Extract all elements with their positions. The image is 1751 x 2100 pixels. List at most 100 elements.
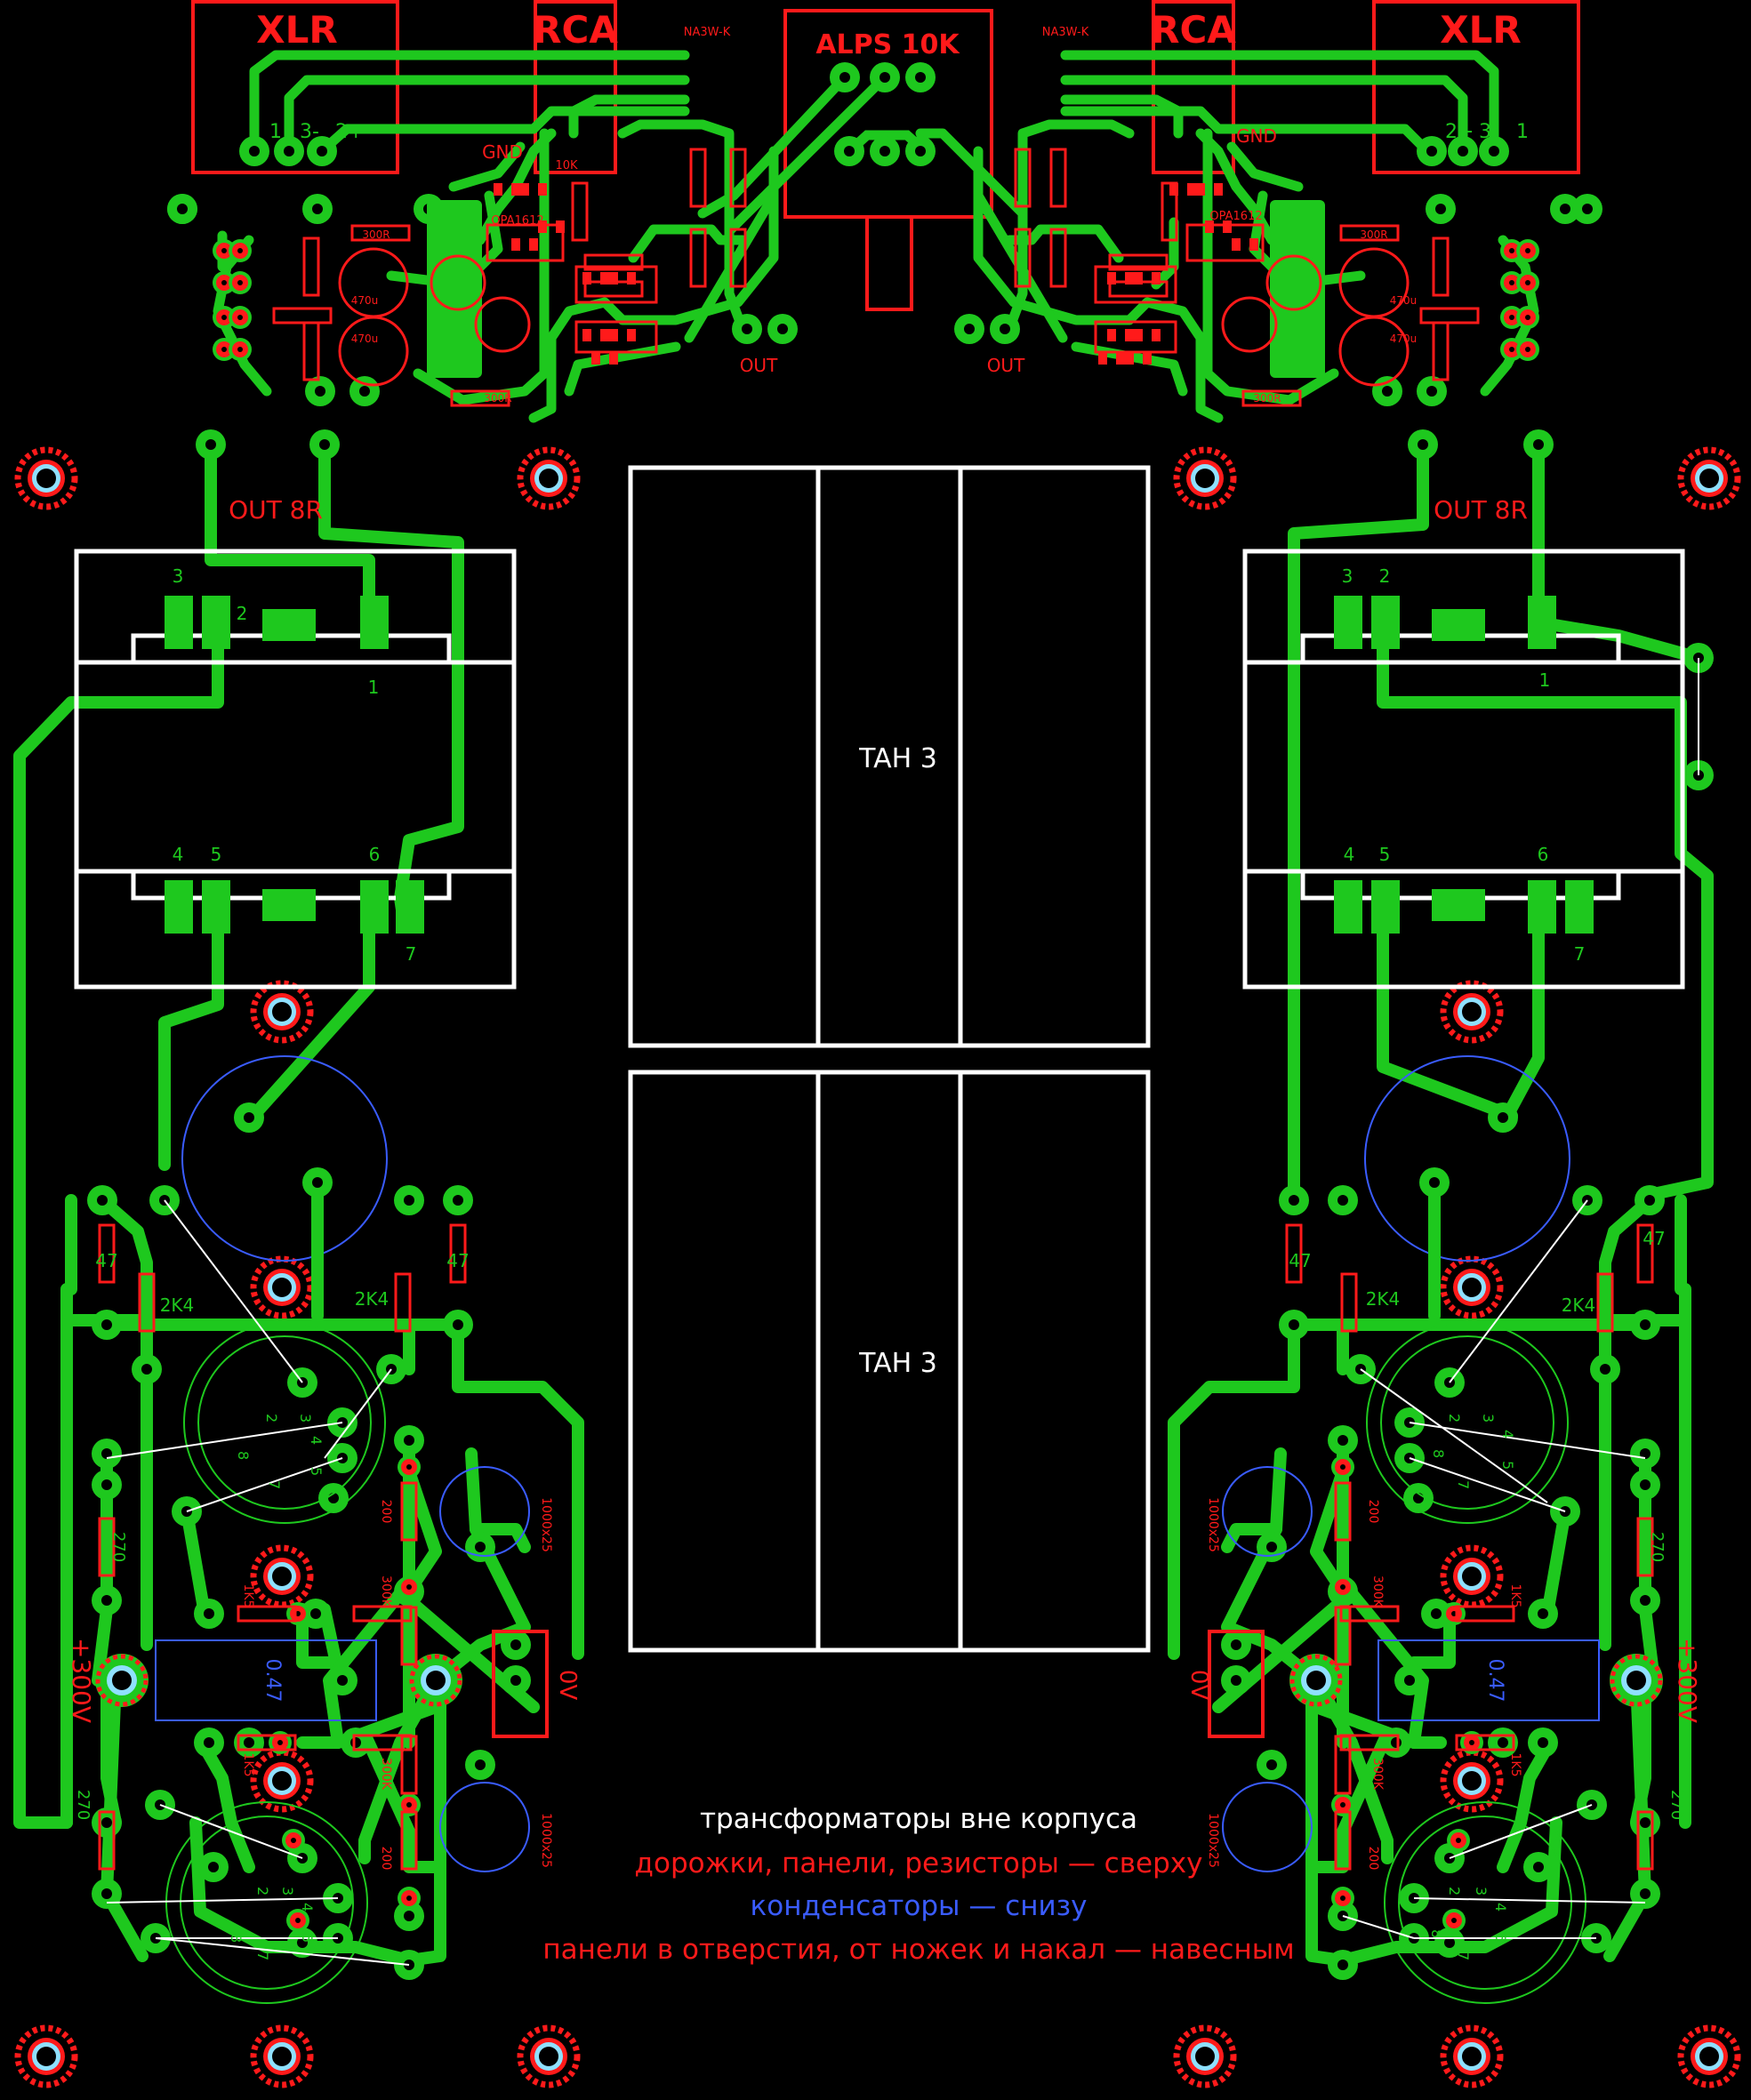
xlr-right-pin2: 2+ xyxy=(1445,121,1474,143)
c470u-label-l1: 470u xyxy=(351,294,379,307)
note-line-2: дорожки, панели, резисторы — сверху xyxy=(634,1848,1203,1880)
r200-left-b: 200 xyxy=(379,1847,393,1871)
ot-left-pin5: 5 xyxy=(211,844,222,865)
note-line-4: панели в отверстия, от ножек и накал — н… xyxy=(542,1934,1295,1966)
tube-r1-pin4: 4 xyxy=(1499,1430,1516,1439)
xlr-left-pin3: 3- xyxy=(300,121,319,143)
cap047-left: 0.47 xyxy=(261,1659,284,1703)
tube-r1-pin8: 8 xyxy=(1430,1449,1447,1458)
cap1000-right-a: 1000x25 xyxy=(1206,1497,1220,1552)
r300k-right-b: 300K xyxy=(1370,1758,1385,1791)
r300k-left-a: 300K xyxy=(379,1575,393,1608)
cap047-right: 0.47 xyxy=(1484,1659,1506,1703)
r270-right-a: 270 xyxy=(1648,1532,1667,1562)
plus300v-left: +300V xyxy=(67,1638,96,1723)
ot-right-pin7: 7 xyxy=(1574,943,1586,965)
r2k4-left-a: 2K4 xyxy=(160,1294,195,1316)
r270-left-a: 270 xyxy=(109,1532,128,1562)
tube-l2-pin4: 4 xyxy=(299,1903,316,1912)
tube-l2-pin3: 3 xyxy=(279,1887,296,1896)
tube-l1-pin8: 8 xyxy=(235,1451,252,1460)
tube-r2-pin3: 3 xyxy=(1473,1887,1490,1896)
ot-left-pin1: 1 xyxy=(368,677,380,698)
r47-right-b: 47 xyxy=(1643,1228,1665,1249)
tube-l2-pin7: 7 xyxy=(254,1952,271,1960)
tube-l1-pin5: 5 xyxy=(308,1467,325,1476)
r1k5-left-a: 1K5 xyxy=(241,1584,255,1608)
tube-r1-pin3: 3 xyxy=(1480,1414,1497,1423)
c470u-label-l2: 470u xyxy=(351,333,379,345)
plus300v-right: +300V xyxy=(1673,1638,1702,1723)
r47-left-b: 47 xyxy=(446,1250,469,1271)
gnd-left-label: GND xyxy=(482,141,523,163)
note-line-1: трансформаторы вне корпуса xyxy=(699,1803,1138,1835)
tube-l1-pin2: 2 xyxy=(263,1414,280,1423)
tube-l1-pin7: 7 xyxy=(266,1480,283,1489)
power-transformer-top: TAH 3 xyxy=(628,465,1151,1048)
ot-left-pin7: 7 xyxy=(406,943,417,965)
r300r-label-l1: 300R xyxy=(362,228,390,241)
tube-r2-pin5: 5 xyxy=(1492,1934,1509,1943)
r270-left-b: 270 xyxy=(74,1790,92,1820)
r300k-left-b: 300K xyxy=(379,1758,393,1791)
tube-r1-pin7: 7 xyxy=(1455,1480,1472,1489)
tube-r2-pin2: 2 xyxy=(1446,1887,1463,1896)
output-transformer-left: OUT 8R 3 2 1 4 5 6 7 xyxy=(13,429,517,1829)
tube-r2-pin7: 7 xyxy=(1455,1952,1472,1960)
xlr-left-pin2: 2+ xyxy=(335,121,364,143)
r47-right-a: 47 xyxy=(1289,1250,1311,1271)
ot-right-pin2: 2 xyxy=(1379,565,1391,587)
out8r-left-label: OUT 8R xyxy=(229,495,323,525)
output-transformer-right: OUT 8R 3 2 1 4 5 6 7 xyxy=(1242,429,1714,1202)
tube-r1-pin5: 5 xyxy=(1499,1461,1516,1470)
r47-left-a: 47 xyxy=(95,1250,117,1271)
cap1000-left-b: 1000x25 xyxy=(539,1813,553,1868)
tube-r2-pin4: 4 xyxy=(1492,1903,1509,1912)
tube-stage-right: 47 47 2K4 2K4 270 270 +300V 0V 0.47 1K5 … xyxy=(1168,1055,1702,2004)
ot-left-pin6: 6 xyxy=(369,844,381,865)
mounting-holes xyxy=(18,450,1738,2085)
xlr-right-pin3: 3- xyxy=(1479,121,1498,143)
r1k5-left-b: 1K5 xyxy=(241,1753,255,1777)
tube-l1-pin3: 3 xyxy=(297,1414,314,1423)
ot-left-pin2: 2 xyxy=(237,603,248,624)
zero-v-right: 0V xyxy=(1185,1670,1212,1701)
gnd-right-label: GND xyxy=(1236,125,1277,147)
rca-right-label: RCA xyxy=(1151,8,1236,52)
r200-right-a: 200 xyxy=(1366,1500,1380,1524)
input-stage: XLR RCA ALPS 10K RCA XLR NA3W-K NA3W-K G… xyxy=(167,0,1602,423)
r300r-label-l2: 300R xyxy=(484,392,511,405)
xlr-right-pin1: 1 xyxy=(1516,121,1529,143)
xlr-left-pin1: 1 xyxy=(269,121,282,143)
r300k-right-a: 300K xyxy=(1370,1575,1385,1608)
zero-v-left: 0V xyxy=(554,1670,581,1701)
out8r-right-label: OUT 8R xyxy=(1434,495,1528,525)
ot-right-pin5: 5 xyxy=(1379,844,1391,865)
cap1000-left-a: 1000x25 xyxy=(539,1497,553,1552)
tan3-top-label: TAH 3 xyxy=(858,743,937,774)
r200-left-a: 200 xyxy=(379,1500,393,1524)
tube-r1-pin2: 2 xyxy=(1446,1414,1463,1423)
tube-r2-pin8: 8 xyxy=(1428,1929,1445,1938)
na3w-left-label: NA3W-K xyxy=(684,26,731,39)
c470u-label-r2: 470u xyxy=(1390,333,1418,345)
out-right-label: OUT xyxy=(987,355,1025,376)
alps-label: ALPS 10K xyxy=(815,29,960,60)
tube-l2-pin2: 2 xyxy=(254,1887,271,1896)
ot-left-pin4: 4 xyxy=(173,844,184,865)
r270-right-b: 270 xyxy=(1667,1790,1686,1820)
r200-right-b: 200 xyxy=(1366,1847,1380,1871)
rca-left-label: RCA xyxy=(533,8,618,52)
r300r-label-r1: 300R xyxy=(1360,228,1387,241)
power-transformer-bottom: TAH 3 xyxy=(628,1070,1151,1653)
xlr-right-label: XLR xyxy=(1440,8,1522,52)
opa-right-label: OPA1612 xyxy=(1209,210,1262,223)
r1k5-right-a: 1K5 xyxy=(1508,1584,1522,1608)
tube-l2-pin5: 5 xyxy=(299,1934,316,1943)
out-left-label: OUT xyxy=(740,355,778,376)
na3w-right-label: NA3W-K xyxy=(1042,26,1089,39)
r2k4-right-b: 2K4 xyxy=(1562,1294,1596,1316)
r2k4-left-b: 2K4 xyxy=(355,1288,390,1310)
c470u-label-r1: 470u xyxy=(1390,294,1418,307)
ot-right-pin3: 3 xyxy=(1342,565,1353,587)
